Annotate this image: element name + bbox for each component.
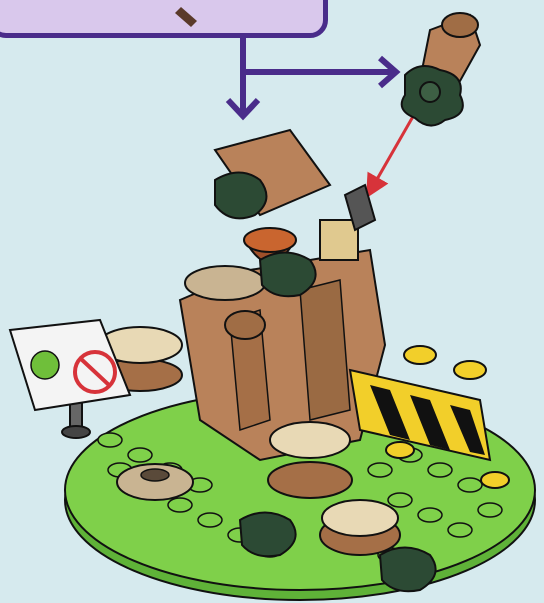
placement-pointer xyxy=(372,113,415,188)
tan-brick xyxy=(320,220,358,260)
assembly-arrows xyxy=(228,38,396,116)
round-tile-tan xyxy=(117,464,193,500)
arrow-to-part xyxy=(243,38,395,72)
tree-icon xyxy=(31,351,59,379)
new-part-log-with-leaves xyxy=(402,13,480,126)
wood-disc-front xyxy=(320,500,400,555)
round-tile-top xyxy=(185,266,265,300)
